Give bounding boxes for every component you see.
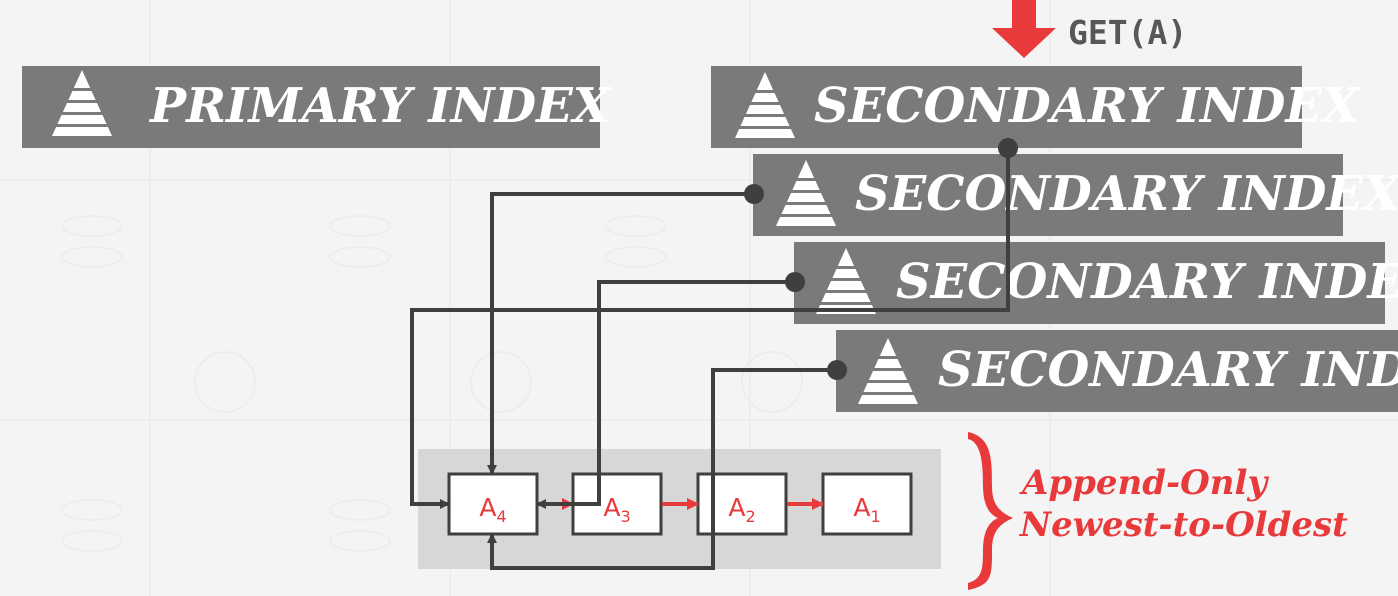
- annotation-line-2: Newest-to-Oldest: [1019, 505, 1348, 545]
- pointer-line-2: [487, 192, 754, 475]
- svg-text:A1: A1: [853, 493, 880, 526]
- query-red-arrow: [992, 0, 1056, 58]
- version-node-a4: A4: [447, 472, 539, 536]
- query-label: GET(A): [1068, 13, 1187, 52]
- secondary-index-label: SECONDARY INDEX: [896, 254, 1398, 310]
- index-pointers: [410, 138, 1018, 570]
- tree-icon: [816, 248, 876, 314]
- tree-icon: [52, 70, 112, 136]
- primary-index-label: PRIMARY INDEX: [148, 78, 612, 134]
- svg-text:A3: A3: [603, 493, 630, 526]
- version-node-label: A: [479, 493, 496, 522]
- secondary-index-label: SECONDARY INDEX: [814, 78, 1361, 134]
- annotation-line-1: Append-Only: [1019, 463, 1269, 503]
- secondary-index-box-2: SECONDARY INDEX: [753, 154, 1398, 236]
- secondary-index-box-1: SECONDARY INDEX: [711, 66, 1361, 148]
- secondary-index-box-3: SECONDARY INDEX: [794, 242, 1398, 324]
- pointer-line-4: [487, 368, 837, 570]
- version-node-subscript: 1: [870, 507, 880, 526]
- pointer-line-1: [410, 148, 1010, 509]
- version-node-label: A: [603, 493, 620, 522]
- version-node-a1: A1: [821, 472, 913, 536]
- tree-icon: [735, 72, 795, 138]
- version-node-subscript: 4: [496, 507, 506, 526]
- secondary-index-box-4: SECONDARY INDEX: [836, 330, 1398, 412]
- secondary-index-label: SECONDARY INDEX: [855, 166, 1398, 222]
- version-node-label: A: [853, 493, 870, 522]
- svg-text:A4: A4: [479, 493, 506, 526]
- query-get-a: GET(A): [992, 0, 1187, 58]
- pointer-line-3: [536, 280, 795, 509]
- version-node-label: A: [728, 493, 745, 522]
- secondary-index-label: SECONDARY INDEX: [938, 342, 1398, 398]
- svg-text:A2: A2: [728, 493, 755, 526]
- tree-icon: [858, 338, 918, 404]
- version-node-subscript: 3: [620, 507, 630, 526]
- append-only-annotation: Append-Only Newest-to-Oldest: [968, 432, 1348, 590]
- primary-index-box: PRIMARY INDEX: [22, 66, 612, 148]
- version-node-subscript: 2: [745, 507, 755, 526]
- tree-icon: [776, 160, 836, 226]
- curly-brace-icon: [968, 432, 1013, 590]
